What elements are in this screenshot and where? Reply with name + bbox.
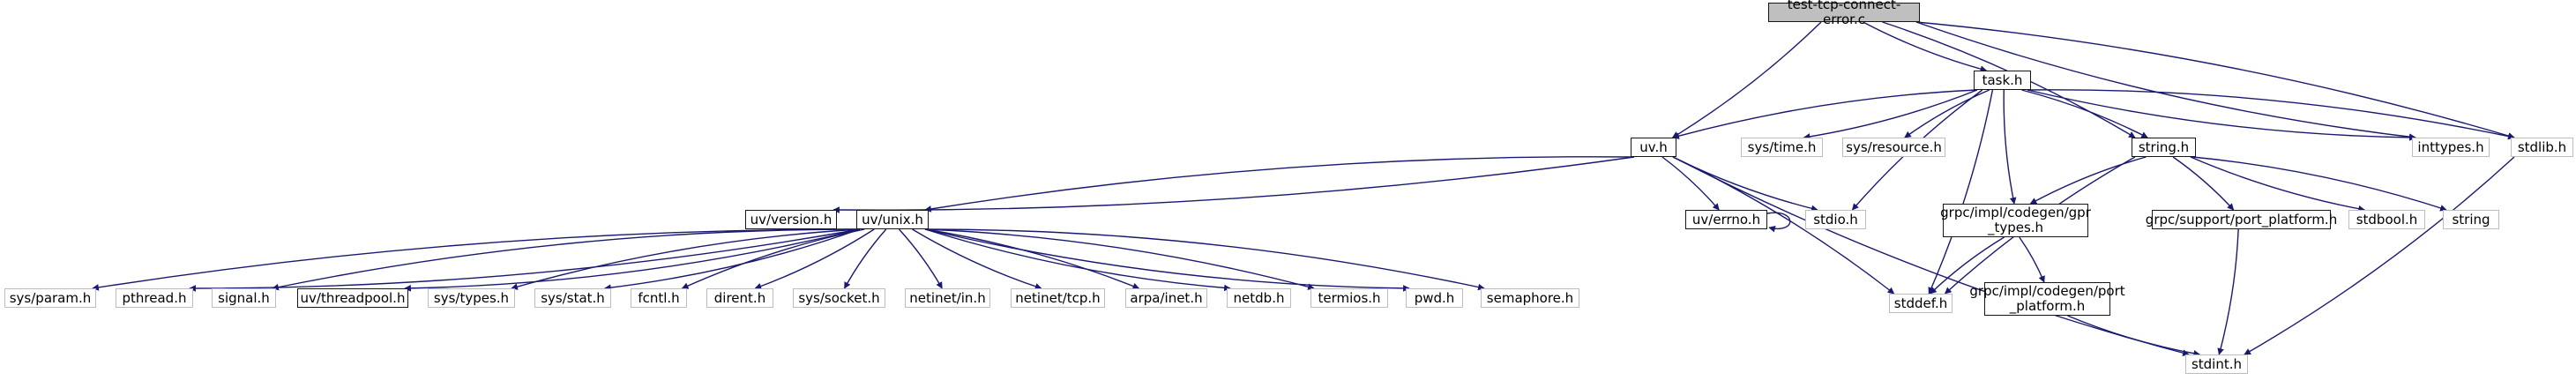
graph-node-pthread[interactable]: pthread.h <box>116 288 193 308</box>
graph-node-systime[interactable]: sys/time.h <box>1741 138 1823 157</box>
graph-edge-root-to-inttypes <box>1915 21 2416 141</box>
graph-node-stdbool[interactable]: stdbool.h <box>2348 210 2425 229</box>
graph-edge-gprtypes-to-gprportplat <box>2019 236 2045 283</box>
graph-node-stddef[interactable]: stddef.h <box>1889 294 1953 313</box>
graph-edge-uvunix-to-netdb <box>924 228 1231 292</box>
graph-edge-stdlibh-to-stdint <box>2244 156 2515 355</box>
graph-node-uv[interactable]: uv.h <box>1631 138 1676 157</box>
graph-edge-stringh-to-string <box>2191 156 2447 212</box>
graph-edge-root-to-stdlibh <box>1915 21 2515 139</box>
graph-edge-uvunix-to-pwd <box>924 228 1410 292</box>
graph-edge-portplatform-to-stdint <box>2217 228 2239 355</box>
graph-edge-stringh-to-gprtypes <box>2029 156 2147 205</box>
graph-node-pwd[interactable]: pwd.h <box>1406 288 1463 308</box>
graph-edge-task-to-uv <box>1672 89 1978 139</box>
graph-node-uvthreadpool[interactable]: uv/threadpool.h <box>297 288 408 308</box>
graph-node-netinetin[interactable]: netinet/in.h <box>905 288 990 308</box>
graph-node-task[interactable]: task.h <box>1974 71 2031 90</box>
graph-node-sysresource[interactable]: sys/resource.h <box>1842 138 1945 157</box>
graph-edge-task-to-stddef <box>1928 89 1994 295</box>
graph-edge-stringh-to-stdbool <box>2190 156 2365 213</box>
graph-edge-task-to-stringh <box>2021 89 2148 138</box>
graph-edge-uvunix-to-sysparam <box>92 228 861 291</box>
graph-node-gprtypes[interactable]: grpc/impl/codegen/gpr _types.h <box>1940 204 2091 237</box>
graph-edge-uvunix-to-netinettcp <box>912 228 1042 290</box>
graph-edge-root-to-uv <box>1671 21 1822 138</box>
graph-edge-root-to-task <box>1863 21 1988 72</box>
graph-node-arpainet[interactable]: arpa/inet.h <box>1125 288 1207 308</box>
graph-edge-uvunix-to-arpainet <box>924 228 1140 290</box>
graph-edge-uv-to-uverrno <box>1661 156 1720 211</box>
graph-edge-task-to-systime <box>1803 89 1978 140</box>
graph-node-stdio[interactable]: stdio.h <box>1805 210 1866 229</box>
graph-node-netdb[interactable]: netdb.h <box>1227 288 1291 308</box>
graph-edge-uvunix-to-dirent <box>754 228 875 290</box>
graph-edge-uv-to-uvversion <box>833 156 1635 213</box>
graph-node-root[interactable]: test-tcp-connect-error.c <box>1768 0 1920 26</box>
graph-edge-uvunix-to-syssocket <box>843 228 887 289</box>
graph-edge-uvunix-to-sysstat <box>603 228 861 292</box>
graph-node-stdint[interactable]: stdint.h <box>2185 354 2248 374</box>
graph-node-semaphore[interactable]: semaphore.h <box>1481 288 1579 308</box>
graph-edge-uvunix-to-signal <box>272 228 861 291</box>
graph-edge-uvunix-to-termios <box>924 228 1315 290</box>
graph-node-netinettcp[interactable]: netinet/tcp.h <box>1011 288 1105 308</box>
graph-edge-task-to-stdlibh <box>2027 89 2515 140</box>
graph-edge-uv-to-stdint <box>1672 156 2190 356</box>
graph-node-uverrno[interactable]: uv/errno.h <box>1685 210 1767 229</box>
graph-node-uvunix[interactable]: uv/unix.h <box>856 210 929 229</box>
graph-node-termios[interactable]: termios.h <box>1310 288 1388 308</box>
graph-edge-task-to-sysresource <box>1904 89 1990 138</box>
graph-node-systypes[interactable]: sys/types.h <box>428 288 515 308</box>
graph-edge-uverrno-to-uverrno <box>1766 212 1791 233</box>
graph-edge-uvunix-to-systypes <box>511 228 861 290</box>
graph-node-stringh[interactable]: string.h <box>2132 138 2196 157</box>
graph-node-dirent[interactable]: dirent.h <box>706 288 773 308</box>
graph-edge-uvunix-to-netinetin <box>898 228 943 289</box>
graph-node-sysstat[interactable]: sys/stat.h <box>534 288 611 308</box>
graph-node-signal[interactable]: signal.h <box>212 288 276 308</box>
graph-node-sysparam[interactable]: sys/param.h <box>4 288 96 308</box>
graph-node-fcntl[interactable]: fcntl.h <box>631 288 687 308</box>
graph-edge-stringh-to-portplatform <box>2172 156 2235 211</box>
graph-node-stdlibh[interactable]: stdlib.h <box>2511 138 2573 157</box>
graph-edge-uvunix-to-semaphore <box>924 228 1485 291</box>
graph-edge-uvunix-to-uvthreadpool <box>404 228 861 292</box>
graph-edge-gprtypes-to-stddef <box>1930 236 2005 295</box>
graph-edge-uvunix-to-fcntl <box>681 228 865 289</box>
graph-edge-task-to-gprtypes <box>2003 89 2017 205</box>
graph-edge-gprportplat-to-stdint <box>2067 315 2201 357</box>
graph-node-gprportplat[interactable]: grpc/impl/codegen/port _platform.h <box>1969 282 2125 316</box>
graph-node-inttypes[interactable]: inttypes.h <box>2412 138 2490 157</box>
graph-node-string[interactable]: string <box>2443 210 2499 229</box>
graph-edge-task-to-inttypes <box>2027 89 2416 141</box>
graph-node-portplatform[interactable]: grpc/support/port_platform.h <box>2146 210 2337 229</box>
graph-edge-uvunix-to-pthread <box>189 228 861 292</box>
graph-node-syssocket[interactable]: sys/socket.h <box>793 288 885 308</box>
graph-edge-uv-to-uvunix <box>924 156 1635 213</box>
graph-node-uvversion[interactable]: uv/version.h <box>745 210 837 229</box>
